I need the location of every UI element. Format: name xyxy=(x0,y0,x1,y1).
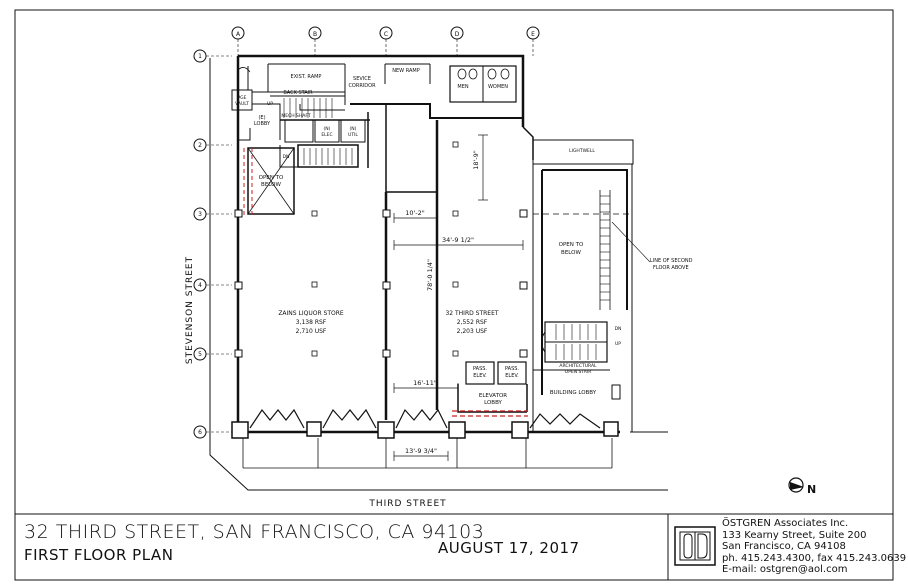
label-zains-rsf: 3,138 RSF xyxy=(296,319,327,326)
label-third-usf: 2,203 USF xyxy=(457,328,488,335)
label-pge-vault-1: PGE xyxy=(237,95,246,101)
label-third-rsf: 2,552 RSF xyxy=(457,319,488,326)
label-line-second-2: FLOOR ABOVE xyxy=(653,265,689,271)
label-up-2: UP xyxy=(615,341,621,347)
grid-col-b: B xyxy=(313,31,317,38)
dim-13-9: 13'-9 3/4" xyxy=(405,447,437,455)
label-building-lobby: BUILDING LOBBY xyxy=(550,390,597,396)
interior-walls xyxy=(231,63,621,420)
second-floor-line xyxy=(533,213,651,263)
label-third-name: 32 THIRD STREET xyxy=(445,310,498,317)
label-n-util-1: (N) xyxy=(350,126,357,132)
room-labels: EXIST. RAMP SEVICE CORRIDOR NEW RAMP MEN… xyxy=(235,68,693,406)
grid-col-a: A xyxy=(236,31,241,38)
grid-row-4: 4 xyxy=(198,282,202,289)
label-e-lobby-2: LOBBY xyxy=(254,121,271,127)
north-arrow-icon: N xyxy=(788,477,816,496)
label-n-util-2: UTIL xyxy=(348,132,358,138)
firm-email: E-mail: ostgren@aol.com xyxy=(722,564,848,576)
label-dn-2: DN xyxy=(615,326,622,332)
label-pass-elev-2b: ELEV. xyxy=(505,373,519,379)
label-n-elec-1: (N) xyxy=(324,126,331,132)
label-dn-1: DN xyxy=(283,154,290,160)
label-new-ramp: NEW RAMP xyxy=(392,68,419,74)
label-up-1: UP xyxy=(267,101,273,107)
label-pge-vault-2: VAULT xyxy=(235,101,249,107)
label-open-below-1: OPEN TO xyxy=(259,175,284,181)
label-service-corridor-2: CORRIDOR xyxy=(348,83,376,89)
hidden-line-elevator-lobby xyxy=(452,410,528,417)
label-elevator-lobby-2: LOBBY xyxy=(484,400,502,406)
label-pass-elev-1a: PASS. xyxy=(473,366,487,372)
label-n-elec-2: ELEC xyxy=(321,132,332,138)
label-zains-name: ZAINS LIQUOR STORE xyxy=(278,310,344,317)
grid-row-bubbles: 1 2 3 4 5 6 xyxy=(193,49,232,439)
dim-18-9: 18'-9" xyxy=(472,150,480,170)
dimension-labels: 18'-9" 10'-2" 34'-9 1/2" 78'-0 1/4" 16'-… xyxy=(405,150,480,455)
stair-treads xyxy=(283,98,610,360)
label-line-second-1: LINE OF SECOND xyxy=(650,258,693,264)
grid-row-5: 5 xyxy=(198,351,202,358)
label-arch-stair-1: ARCHITECTURAL xyxy=(559,363,597,369)
grid-col-c: C xyxy=(384,31,388,38)
dim-78-0: 78'-0 1/4" xyxy=(426,259,434,291)
firm-address-2: San Francisco, CA 94108 xyxy=(722,541,846,553)
label-service-corridor-1: SEVICE xyxy=(353,76,371,82)
label-women: WOMEN xyxy=(488,84,508,90)
column-markers xyxy=(311,141,459,357)
label-elevator-lobby-1: ELEVATOR xyxy=(479,393,507,399)
label-open-below-east-1: OPEN TO xyxy=(559,242,584,248)
label-e-lobby-1: (E) xyxy=(258,115,265,121)
firm-logo xyxy=(674,526,716,566)
open-to-below-west xyxy=(243,147,295,216)
grid-row-3: 3 xyxy=(198,211,202,218)
project-title: 32 THIRD STREET, SAN FRANCISCO, CA 94103 xyxy=(24,521,485,543)
firm-name: ÖSTGREN Associates Inc. xyxy=(722,518,849,529)
street-label-south: THIRD STREET xyxy=(368,499,446,509)
grid-column-bubbles: A B C D E xyxy=(231,26,540,56)
firm-info: ÖSTGREN Associates Inc. 133 Kearny Stree… xyxy=(722,518,906,576)
dim-10-2: 10'-2" xyxy=(405,209,425,217)
restroom-fixtures xyxy=(237,67,510,80)
label-pass-elev-2a: PASS. xyxy=(505,366,519,372)
label-open-below-2: BELOW xyxy=(261,182,281,188)
label-pass-elev-1b: ELEV. xyxy=(473,373,487,379)
building-walls xyxy=(231,54,634,469)
dim-16-11: 16'-11" xyxy=(413,379,437,387)
dim-34-9: 34'-9 1/2" xyxy=(442,236,474,244)
label-arch-stair-2: OPEN STAIR xyxy=(565,369,592,375)
label-mech-shaft: MECH SHAFT xyxy=(281,113,311,119)
grid-row-1: 1 xyxy=(198,53,202,60)
grid-col-d: D xyxy=(455,31,460,38)
label-men: MEN xyxy=(457,84,468,90)
label-lightwell: LIGHTWELL xyxy=(569,148,595,154)
label-exist-ramp: EXIST. RAMP xyxy=(291,74,322,80)
dimension-lines xyxy=(393,134,524,461)
street-label-west: STEVENSON STREET xyxy=(185,256,195,364)
firm-phone: ph. 415.243.4300, fax 415.243.0639 xyxy=(722,552,907,564)
sheet-title: FIRST FLOOR PLAN xyxy=(24,546,174,564)
plan-date: AUGUST 17, 2017 xyxy=(438,539,580,557)
sidewalk-curbs xyxy=(209,58,668,491)
firm-address-1: 133 Kearny Street, Suite 200 xyxy=(722,529,867,541)
sheet-border xyxy=(14,9,894,581)
grid-row-6: 6 xyxy=(198,429,202,436)
label-open-below-east-2: BELOW xyxy=(561,250,581,256)
grid-col-e: E xyxy=(531,31,535,38)
label-zains-usf: 2,710 USF xyxy=(296,328,327,335)
label-back-stair: BACK STAIR xyxy=(283,90,313,96)
north-label: N xyxy=(807,483,816,496)
grid-row-2: 2 xyxy=(198,142,202,149)
